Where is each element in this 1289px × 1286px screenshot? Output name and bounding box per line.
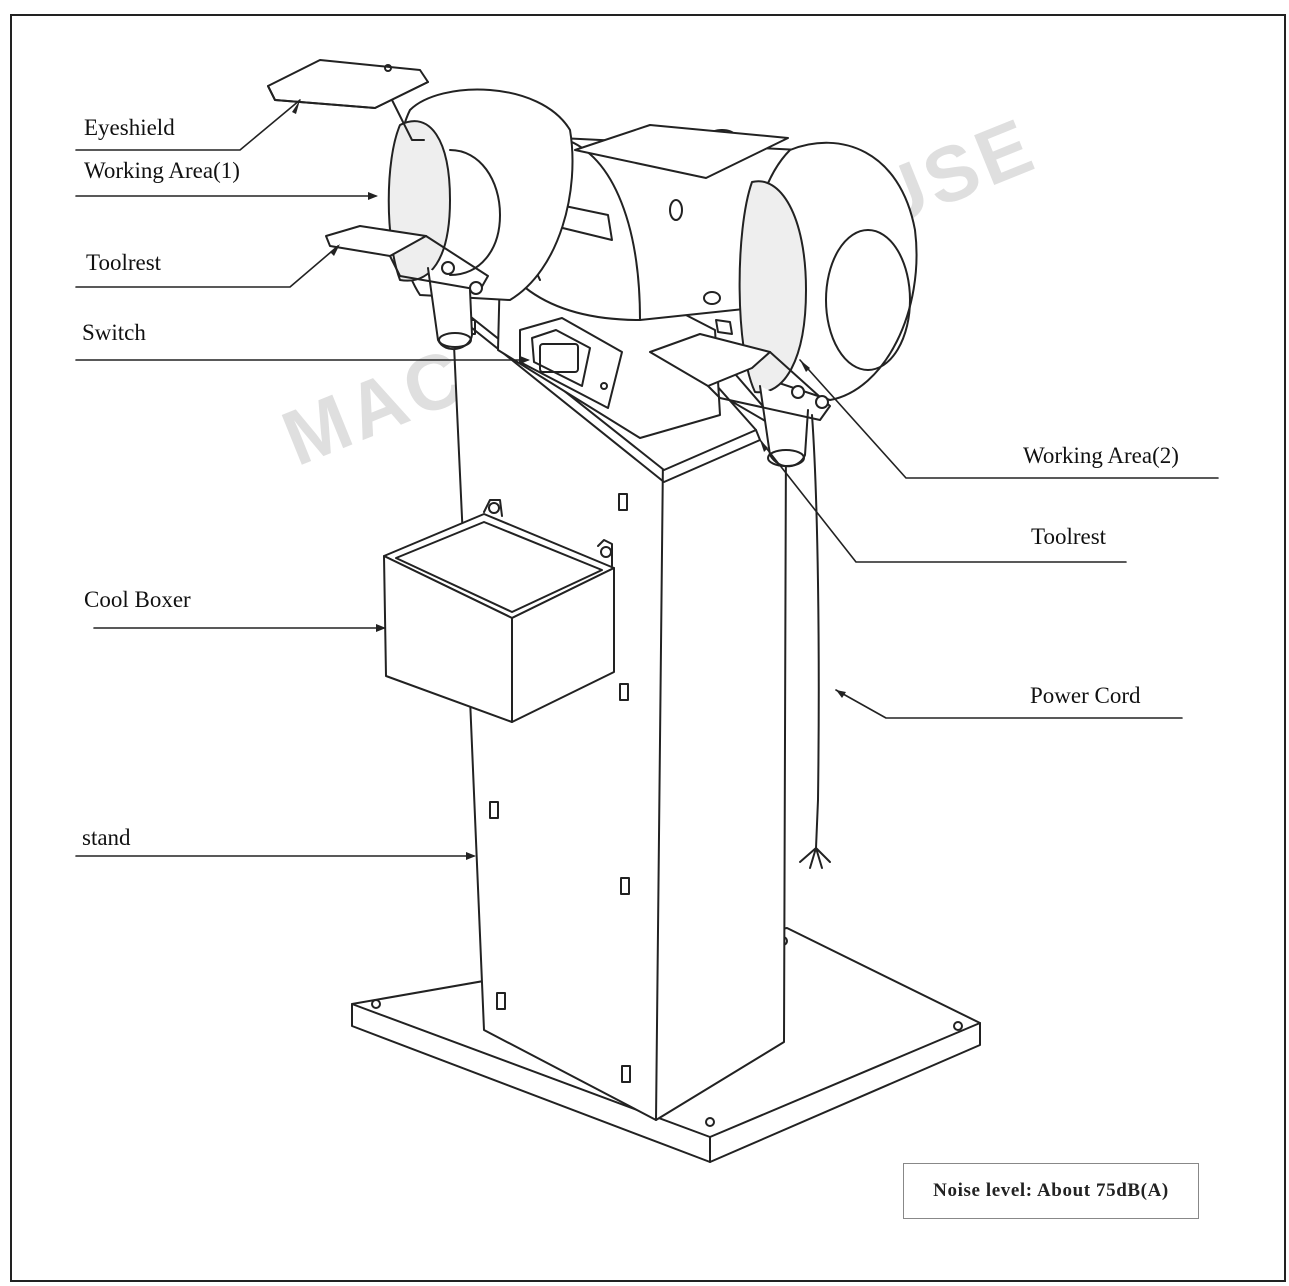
arrowheads [292, 100, 846, 860]
label-switch: Switch [82, 320, 146, 345]
left-eyeshield [267, 59, 429, 141]
label-working-area-2: Working Area(2) [1023, 443, 1179, 468]
leader-eyeshield [75, 99, 301, 151]
right-wheel-guard [738, 141, 918, 468]
label-eyeshield: Eyeshield [84, 115, 175, 140]
leader-lines [75, 99, 1219, 857]
label-toolrest-right: Toolrest [1031, 524, 1107, 549]
right-toolrest [649, 319, 831, 421]
label-stand: stand [82, 825, 131, 850]
noise-level-note: Noise level: About 75dB(A) [903, 1163, 1199, 1219]
label-power-cord: Power Cord [1030, 683, 1141, 708]
leader-power-cord [835, 689, 1183, 719]
label-working-area-1: Working Area(1) [84, 158, 240, 183]
noise-level-text: Noise level: About 75dB(A) [933, 1180, 1169, 1201]
label-toolrest-left: Toolrest [86, 250, 162, 275]
switch-box [519, 317, 623, 409]
leader-working-area-2 [799, 359, 1219, 479]
diagram-frame [10, 14, 1286, 1282]
left-toolrest [325, 225, 489, 295]
cool-box [383, 499, 615, 723]
leader-toolrest-right [759, 439, 1127, 563]
power-cord [799, 414, 831, 869]
leader-toolrest-left [75, 245, 339, 288]
label-cool-boxer: Cool Boxer [84, 587, 191, 612]
